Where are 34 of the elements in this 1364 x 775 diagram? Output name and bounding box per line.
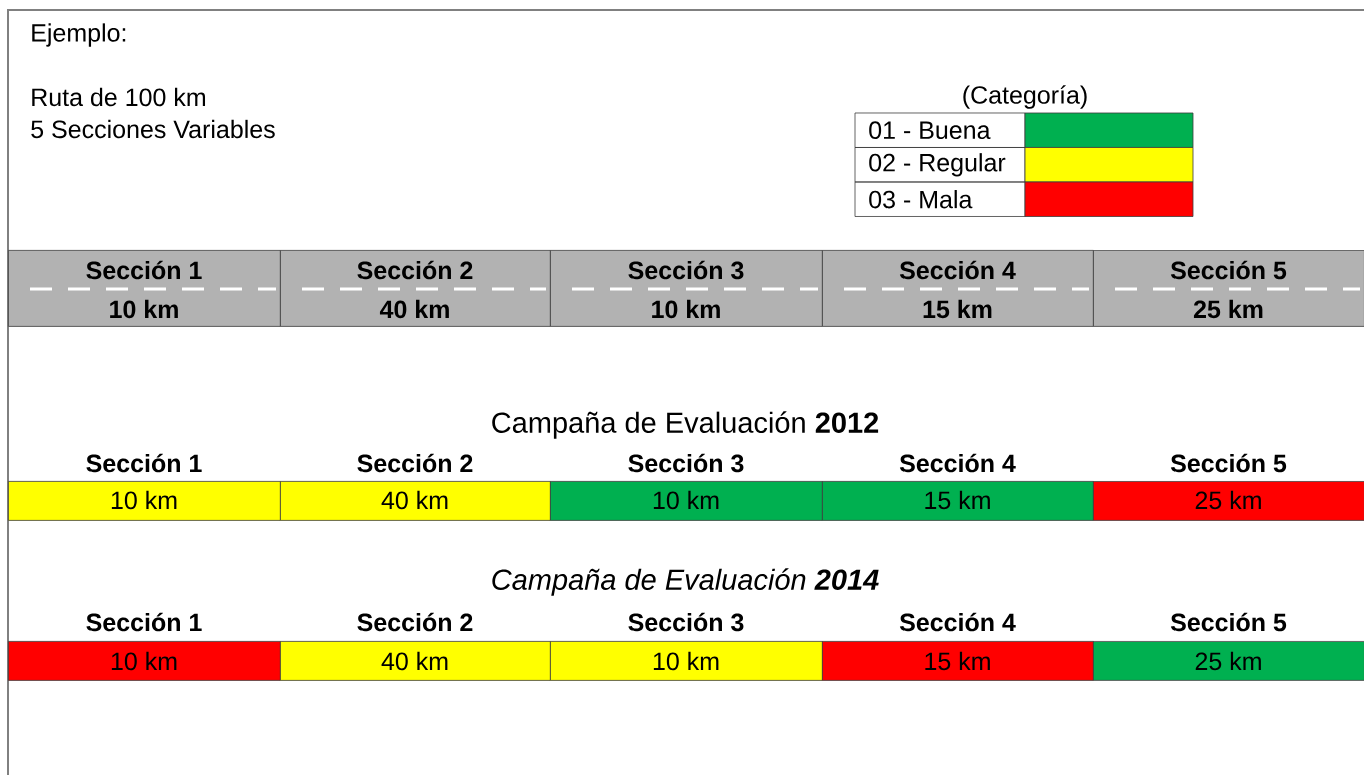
- section-cell: Sección 2 40 km: [280, 453, 551, 521]
- node-label: Sección 5: [1170, 612, 1287, 632]
- note-text: 5 Secciones Variables: [31, 119, 275, 139]
- section-cell: Sección 4 15 km: [822, 612, 1094, 681]
- legend-entry: 03 - Mala: [854, 181, 1026, 217]
- section-cell: Sección 3 10 km: [550, 612, 823, 681]
- campaign-title: Campaña de Evaluación 2012: [492, 411, 879, 439]
- campaign-title: Campaña de Evaluación 2014: [492, 568, 879, 596]
- section-cell: Sección 1 10 km: [8, 612, 281, 681]
- road-section: Sección 5 25 km: [1093, 250, 1364, 327]
- node-label: Sección 1: [86, 453, 202, 473]
- section-cell: Sección 5 25 km: [1093, 612, 1364, 681]
- node-label: Sección 5: [1170, 453, 1287, 473]
- legend-entry: 02 - Regular: [854, 147, 1026, 183]
- section-cell: Sección 1 10 km: [8, 453, 281, 521]
- section-cell: Sección 5 25 km: [1093, 453, 1364, 521]
- section-cell: Sección 2 40 km: [280, 612, 551, 681]
- node-label: Sección 2: [357, 453, 473, 473]
- legend-title: (Categoría): [963, 85, 1087, 109]
- road-section: Sección 2 40 km: [280, 250, 551, 327]
- road-section: Sección 4 15 km: [822, 250, 1094, 327]
- note-text: Ruta de 100 km: [32, 87, 205, 107]
- section-cell: Sección 4 15 km: [822, 453, 1094, 521]
- node-label: Sección 3: [628, 612, 744, 632]
- node-label: Sección 2: [357, 612, 473, 632]
- section-cell: Sección 3 10 km: [550, 453, 823, 521]
- node-label: Sección 1: [86, 612, 202, 632]
- road-section: Sección 3 10 km: [550, 250, 823, 327]
- legend-entry: 01 - Buena: [854, 112, 1026, 148]
- road-section: Sección 1 10 km: [8, 250, 281, 327]
- node-label: Sección 3: [628, 453, 744, 473]
- node-label: Sección 4: [899, 612, 1016, 632]
- heading-text: Ejemplo:: [32, 23, 126, 47]
- node-label: Sección 4: [899, 453, 1016, 473]
